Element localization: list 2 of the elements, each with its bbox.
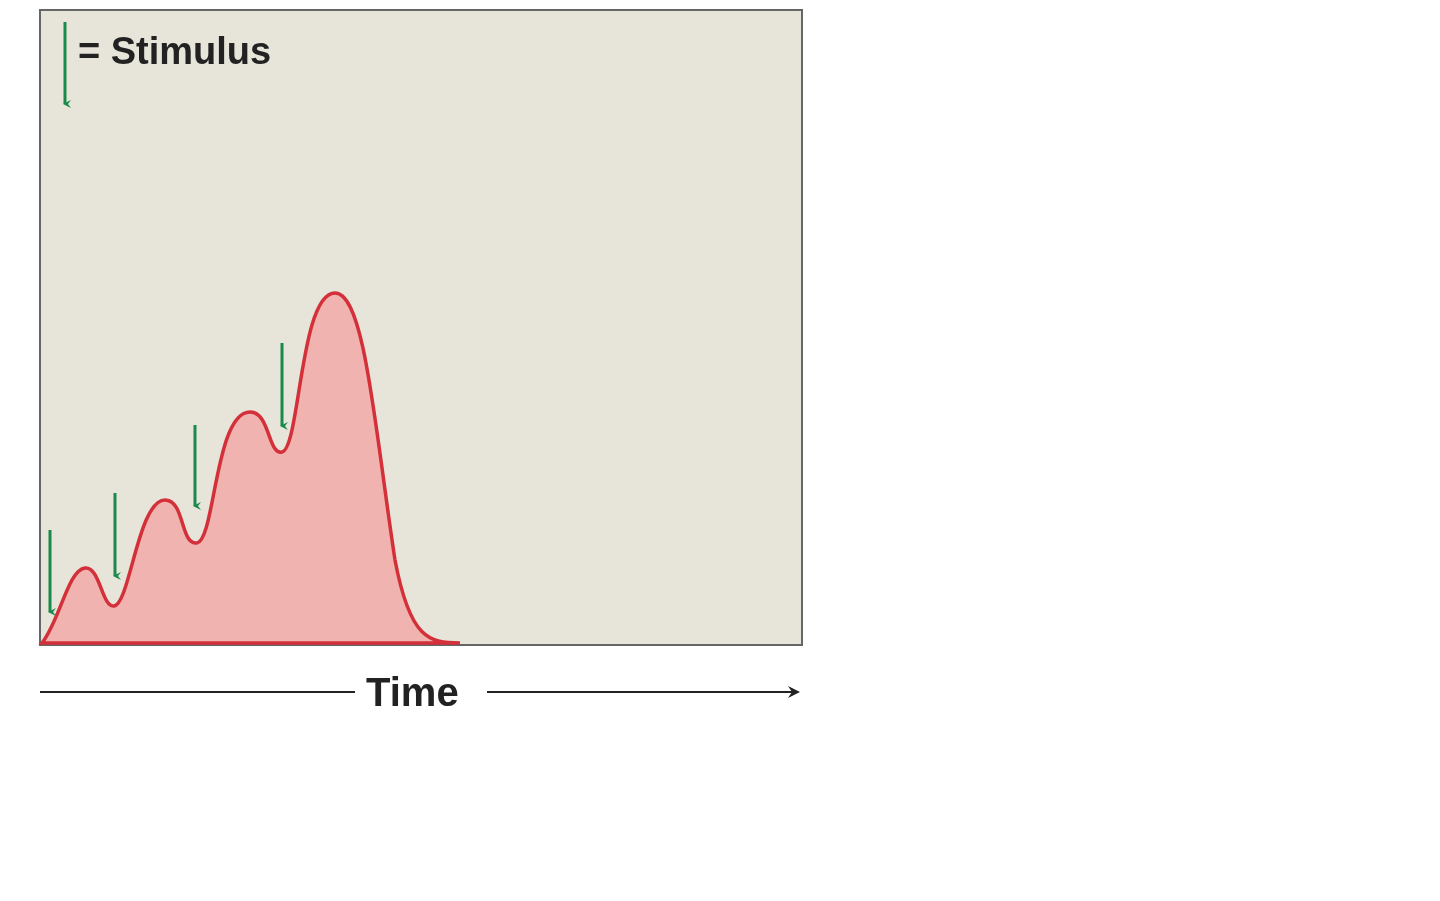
- legend-label: = Stimulus: [78, 30, 272, 73]
- axis-label: Time: [366, 670, 459, 715]
